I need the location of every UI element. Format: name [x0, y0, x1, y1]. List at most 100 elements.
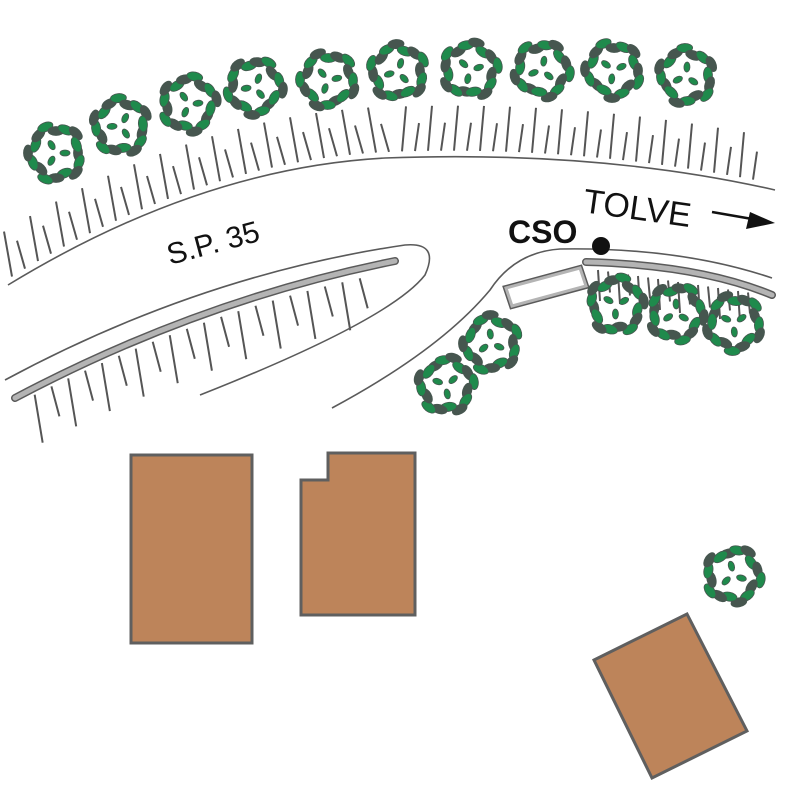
hatch-line [224, 149, 234, 178]
tree-icon [222, 56, 288, 120]
hatch-line [427, 105, 433, 151]
hatch-line [583, 111, 589, 157]
hatch-line [67, 378, 78, 427]
hatch-line [367, 107, 377, 153]
hatch-line [146, 175, 156, 205]
hatch-line [3, 231, 13, 277]
hatch-line [341, 109, 351, 155]
hatch-line [237, 128, 247, 175]
tree-icon [23, 121, 85, 185]
hatch-line [752, 151, 758, 180]
hatch-line [237, 310, 248, 360]
building-1 [129, 453, 254, 645]
hatch-line [94, 198, 104, 228]
hatch-line [323, 286, 334, 317]
hatch-line [289, 117, 299, 163]
hatch-line [609, 113, 615, 159]
hatch-line [661, 119, 667, 165]
road-edge-upper [7, 155, 776, 286]
hatch-line [68, 211, 78, 241]
hatch-line [211, 136, 221, 182]
hatch-line [505, 106, 511, 152]
hatch-line [700, 142, 706, 171]
tree-icon [580, 38, 645, 103]
hatch-line [159, 153, 169, 200]
hatch-line [531, 107, 537, 153]
hatch-line [414, 122, 420, 152]
hatch-line [29, 215, 39, 262]
hatch-line [134, 348, 145, 397]
hatch-line [302, 131, 312, 161]
tree-icon [646, 283, 709, 346]
building-3 [591, 612, 750, 781]
hatch-line [648, 135, 654, 164]
tree-icon [159, 71, 222, 137]
tree-icon [295, 48, 360, 112]
road-edge-lower-left [4, 244, 431, 396]
hatch-line [713, 127, 719, 173]
hatch-line [557, 109, 563, 155]
hatch-line [172, 165, 182, 195]
hatch-line [289, 295, 300, 326]
hatch-line [328, 128, 338, 157]
hatch-line [185, 144, 195, 190]
hatch-line [133, 164, 143, 210]
hatch-line [707, 286, 711, 308]
site-label: CSO [508, 214, 577, 250]
tree-icon [509, 39, 575, 103]
hatch-line [544, 125, 550, 154]
hatch-line [315, 112, 325, 159]
hatch-line [55, 201, 65, 247]
hatch-line [401, 106, 407, 152]
hatch-line [570, 127, 576, 156]
hatch-line [250, 142, 260, 171]
tree-icon [586, 272, 649, 336]
hatch-line [50, 386, 61, 417]
hatch-line [687, 123, 693, 169]
hatch-line [466, 122, 472, 151]
tree-icon [703, 545, 766, 608]
tree-icon [366, 39, 429, 102]
hatch-line [33, 394, 44, 443]
hatch-line [276, 136, 286, 166]
hatch-line [674, 138, 680, 167]
hatch-line [220, 316, 231, 348]
hatch-line [479, 105, 485, 152]
trees [23, 37, 766, 608]
hatch-line [647, 277, 651, 299]
hatch-line [271, 300, 282, 349]
hatch-line [100, 362, 111, 412]
tree-icon [702, 291, 765, 356]
tree-icon [458, 310, 523, 375]
tree-icon [654, 43, 718, 108]
hatch-line [622, 131, 628, 161]
tree-icon [88, 93, 152, 157]
dot-marker-icon [592, 237, 610, 255]
hatch-line [81, 187, 91, 234]
hatch-line [380, 123, 390, 153]
building-2 [299, 451, 417, 617]
hatch-line [341, 282, 352, 331]
road-name-label: S.P. 35 [163, 215, 263, 271]
hatch-line [202, 322, 213, 371]
hatch-line [151, 341, 162, 373]
hatch-line [16, 240, 26, 269]
hatch-line [518, 124, 524, 153]
hatch-line [354, 125, 364, 154]
hatch-line [198, 157, 208, 186]
hatch-line [358, 278, 369, 309]
hatch-line [107, 175, 117, 221]
hatch-line [84, 370, 94, 401]
hatch-line [42, 225, 52, 254]
hatch-line [739, 132, 745, 178]
hatch-line [263, 122, 273, 168]
direction-label: TOLVE [581, 182, 694, 235]
hatch-line [596, 129, 602, 158]
hatch-line [492, 123, 498, 152]
tree-icon [413, 352, 479, 416]
hatch-line [306, 290, 317, 340]
road-edge-lower-right [331, 248, 773, 409]
hatch-line [185, 328, 196, 360]
hatch-line [726, 146, 732, 176]
